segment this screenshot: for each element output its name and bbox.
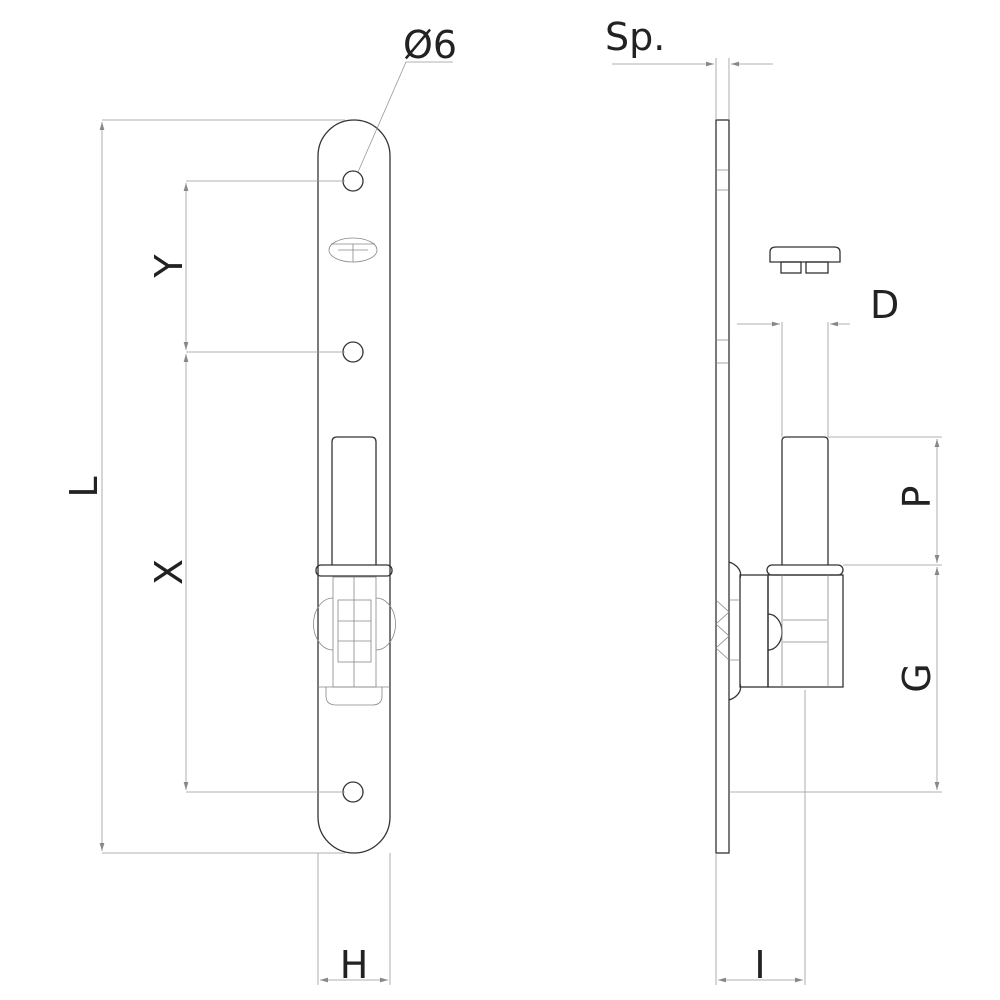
knuckle-front (313, 576, 396, 706)
label-D: D (870, 283, 899, 327)
screw-hole-top (342, 170, 364, 192)
label-L: L (62, 476, 106, 497)
collar-side (766, 564, 844, 576)
hinge-plate-side (715, 119, 730, 854)
collar-front (315, 564, 393, 577)
label-I: I (754, 943, 765, 987)
label-diameter: Ø6 (403, 23, 457, 67)
pin-side (781, 436, 829, 565)
label-X: X (147, 559, 191, 585)
label-P: P (895, 486, 939, 509)
label-H: H (340, 943, 369, 987)
label-Y: Y (147, 254, 191, 279)
front-view: Ø6 L Y X H (62, 23, 457, 987)
label-Sp: Sp. (605, 15, 665, 59)
side-view: Sp. D P G I (605, 15, 942, 987)
dimension-lines-side (612, 58, 942, 985)
dimension-lines-front (99, 61, 453, 985)
screw-hole-middle (342, 341, 364, 363)
label-G: G (895, 663, 939, 692)
hinge-plate-front (317, 119, 391, 854)
pin-cap (769, 246, 841, 274)
knuckle-side (715, 561, 844, 701)
brand-logo (328, 237, 378, 263)
screw-hole-bottom (342, 781, 364, 803)
pin-front (331, 436, 377, 565)
